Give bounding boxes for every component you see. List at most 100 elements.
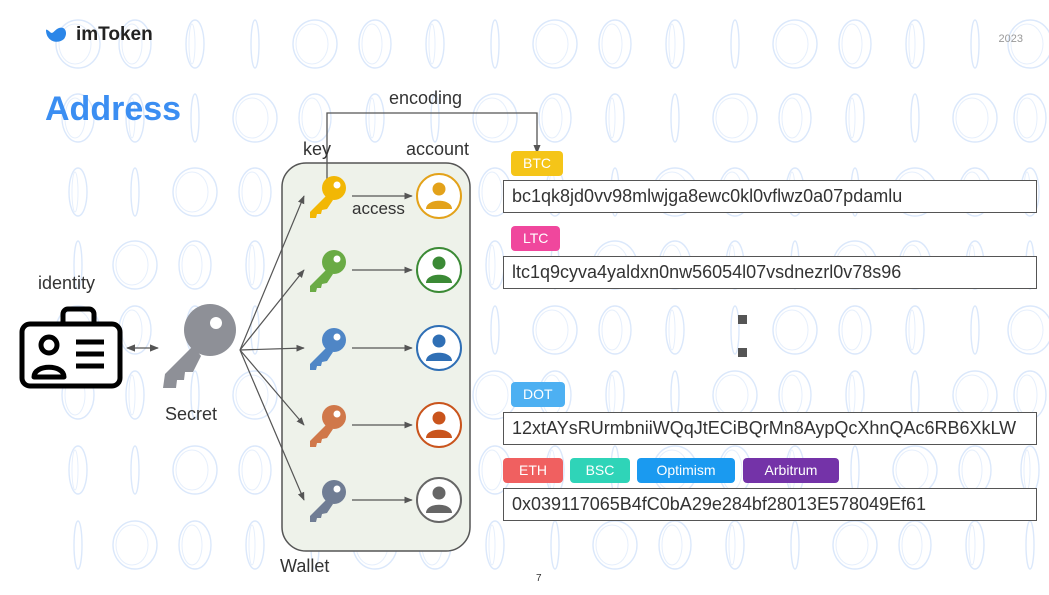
coin-outline xyxy=(472,93,518,143)
coin-outline xyxy=(910,93,920,143)
key-list xyxy=(310,176,346,522)
fan-arrow xyxy=(239,344,305,352)
coin-outline xyxy=(172,167,218,217)
coin-outline xyxy=(112,240,158,290)
encoding-label: encoding xyxy=(389,88,463,108)
access-label: access xyxy=(352,199,405,218)
account-icon xyxy=(416,325,462,371)
coin-outline xyxy=(125,370,145,420)
year-label: 2023 xyxy=(998,33,1023,45)
coin-outline xyxy=(772,305,818,355)
coin-outline xyxy=(298,93,332,143)
ltc-address: ltc1q9cyva4yaldxn0nw56054l07vsdnezrl0v78… xyxy=(503,256,1037,289)
key-icon xyxy=(310,328,346,370)
coin-outline xyxy=(232,93,278,143)
coin-outline xyxy=(970,19,980,69)
coin-outline xyxy=(178,520,212,570)
coin-outline xyxy=(238,167,272,217)
dot-address: 12xtAYsRUrmbniiWQqJtECiBQrMn8AypQcXhnQAc… xyxy=(503,412,1037,445)
account-label: account xyxy=(406,139,470,159)
eth-address: 0x039117065B4fC0bA29e284bf28013E578049Ef… xyxy=(503,488,1037,521)
coin-outline xyxy=(178,240,212,290)
coin-outline xyxy=(490,305,500,355)
coin-outline xyxy=(250,19,260,69)
optimism-tag: Optimism xyxy=(637,458,735,483)
btc-tag: BTC xyxy=(511,151,563,176)
coin-outline xyxy=(778,93,812,143)
account-icon xyxy=(416,402,462,448)
coin-outline xyxy=(61,93,95,143)
coin-outline xyxy=(485,520,505,570)
key-label: key xyxy=(303,139,332,159)
coin-outline xyxy=(665,19,685,69)
account-list xyxy=(416,173,462,523)
coin-outline xyxy=(118,19,152,69)
coin-outline xyxy=(712,93,758,143)
eth-tag: ETH xyxy=(503,458,563,483)
coin-outline xyxy=(430,93,440,143)
coin-outline xyxy=(245,240,265,290)
ellipsis-dot xyxy=(738,348,747,357)
encoding-arrow xyxy=(326,112,541,182)
coin-outline xyxy=(232,370,278,420)
imtoken-logo-icon xyxy=(46,27,67,42)
page-number: 7 xyxy=(536,573,542,584)
account-icon xyxy=(416,477,462,523)
coin-outline xyxy=(725,520,745,570)
coin-outline xyxy=(1007,305,1049,355)
coin-outline xyxy=(250,305,260,355)
coin-outline xyxy=(730,305,740,355)
coin-outline xyxy=(68,445,88,495)
coin-outline xyxy=(605,93,625,143)
coin-outline xyxy=(112,520,158,570)
identity-card-icon xyxy=(19,306,123,389)
coin-outline xyxy=(838,19,872,69)
coin-outline xyxy=(658,520,692,570)
coin-outline xyxy=(130,167,140,217)
fan-arrow xyxy=(239,269,305,351)
account-icon xyxy=(416,247,462,293)
dot-tag: DOT xyxy=(511,382,565,407)
coin-outline xyxy=(292,19,338,69)
page-title: Address xyxy=(45,90,182,128)
brand-name: imToken xyxy=(76,24,153,45)
coin-outline xyxy=(790,520,800,570)
secret-to-keys-arrows xyxy=(239,195,305,501)
coin-outline xyxy=(1025,520,1035,570)
coin-outline xyxy=(68,167,88,217)
coin-outline xyxy=(898,520,932,570)
coin-outline xyxy=(730,19,740,69)
coin-outline xyxy=(73,520,83,570)
fan-arrow xyxy=(239,349,305,501)
coin-outline xyxy=(592,520,638,570)
coin-outline xyxy=(598,305,632,355)
fan-arrow xyxy=(239,195,305,351)
secret-label: Secret xyxy=(165,404,218,424)
bsc-tag: BSC xyxy=(570,458,630,483)
account-icon xyxy=(416,173,462,219)
coin-outline xyxy=(130,445,140,495)
coin-outline xyxy=(425,19,445,69)
coin-outline xyxy=(670,93,680,143)
coin-outline xyxy=(772,19,818,69)
brand-logo: imToken xyxy=(44,24,153,46)
coin-outline xyxy=(905,305,925,355)
coin-outline xyxy=(598,19,632,69)
coin-outline xyxy=(245,520,265,570)
btc-address: bc1qk8jd0vv98mlwjga8ewc0kl0vflwz0a07pdam… xyxy=(503,180,1037,213)
coin-outline xyxy=(490,19,500,69)
ltc-tag: LTC xyxy=(511,226,561,251)
secret-key-icon xyxy=(163,304,236,388)
coin-outline xyxy=(952,93,998,143)
coin-outline xyxy=(838,305,872,355)
fan-arrow xyxy=(239,349,305,426)
key-icon xyxy=(310,405,346,447)
coin-outline xyxy=(832,520,878,570)
coin-outline xyxy=(172,445,218,495)
coin-outline xyxy=(538,93,572,143)
coin-outline xyxy=(1013,93,1047,143)
coin-outline xyxy=(532,305,578,355)
coin-outline xyxy=(970,305,980,355)
